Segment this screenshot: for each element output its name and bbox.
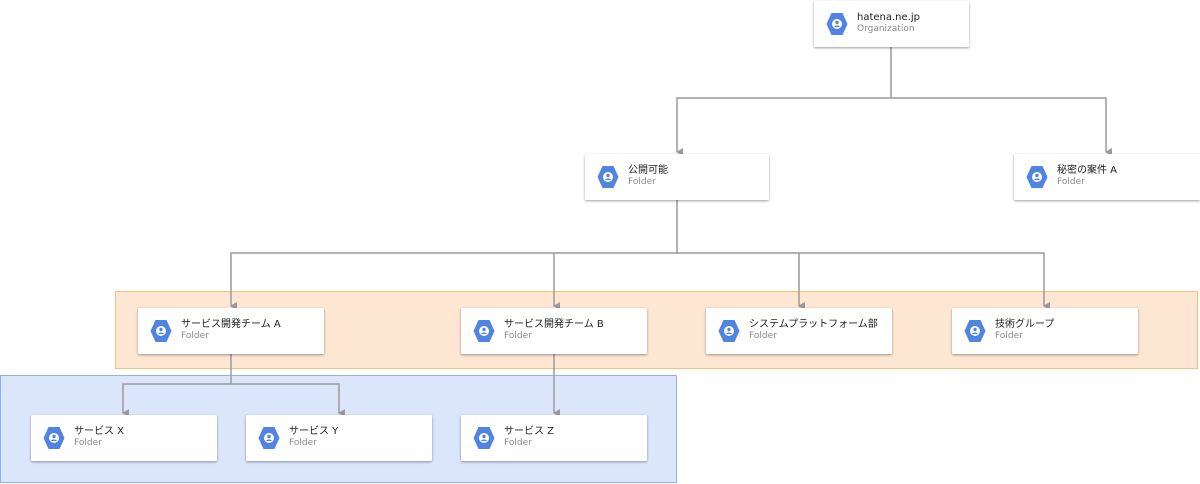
node-subtitle: Folder — [628, 177, 656, 187]
gcp-resource-manager-icon — [964, 320, 986, 342]
node-subtitle: Folder — [181, 331, 209, 341]
node-subtitle: Folder — [995, 331, 1023, 341]
gcp-resource-manager-icon — [826, 13, 848, 35]
node-folder-service-team-a[interactable]: サービス開発チーム A Folder — [138, 308, 324, 354]
node-subtitle: Folder — [749, 331, 777, 341]
gcp-resource-manager-icon — [150, 320, 172, 342]
node-subtitle: Folder — [289, 438, 317, 448]
node-subtitle: Organization — [857, 24, 915, 34]
edge-org-sec — [891, 97, 1112, 156]
node-title: サービス開発チーム B — [504, 319, 604, 330]
node-title: サービス Z — [504, 426, 555, 437]
node-folder-tech-group[interactable]: 技術グループ Folder — [952, 308, 1138, 354]
edge-pub-tech — [799, 252, 1050, 310]
gcp-resource-manager-icon — [473, 320, 495, 342]
edge-pub-sys — [677, 252, 805, 310]
gcp-resource-manager-icon — [43, 427, 65, 449]
gcp-resource-manager-icon — [718, 320, 740, 342]
edge-pub-sa — [230, 200, 678, 310]
node-subtitle: Folder — [74, 438, 102, 448]
gcp-resource-manager-icon — [258, 427, 280, 449]
node-title: 秘密の案件 A — [1057, 165, 1118, 176]
gcp-resource-manager-icon — [473, 427, 495, 449]
gcp-resource-manager-icon — [597, 166, 619, 188]
node-folder-service-y[interactable]: サービス Y Folder — [246, 415, 432, 461]
edge-org-pub — [676, 47, 892, 156]
node-folder-service-x[interactable]: サービス X Folder — [31, 415, 217, 461]
node-folder-system-platform[interactable]: システムプラットフォーム部 Folder — [706, 308, 892, 354]
node-title: サービス開発チーム A — [181, 319, 281, 330]
node-folder-service-z[interactable]: サービス Z Folder — [461, 415, 647, 461]
node-subtitle: Folder — [1057, 177, 1085, 187]
gcp-resource-manager-icon — [1026, 166, 1048, 188]
node-organization[interactable]: hatena.ne.jp Organization — [814, 1, 969, 47]
node-title: 公開可能 — [628, 165, 668, 176]
node-title: システムプラットフォーム部 — [749, 319, 878, 330]
node-folder-secret[interactable]: 秘密の案件 A Folder — [1014, 154, 1200, 200]
edge-sa-x — [122, 354, 232, 417]
node-title: サービス Y — [289, 426, 339, 437]
node-title: hatena.ne.jp — [857, 12, 920, 23]
node-subtitle: Folder — [504, 438, 532, 448]
node-folder-service-team-b[interactable]: サービス開発チーム B Folder — [461, 308, 647, 354]
edge-sa-y — [231, 383, 345, 417]
node-title: 技術グループ — [995, 319, 1055, 330]
node-folder-public[interactable]: 公開可能 Folder — [585, 154, 769, 200]
node-subtitle: Folder — [504, 331, 532, 341]
node-title: サービス X — [74, 426, 125, 437]
